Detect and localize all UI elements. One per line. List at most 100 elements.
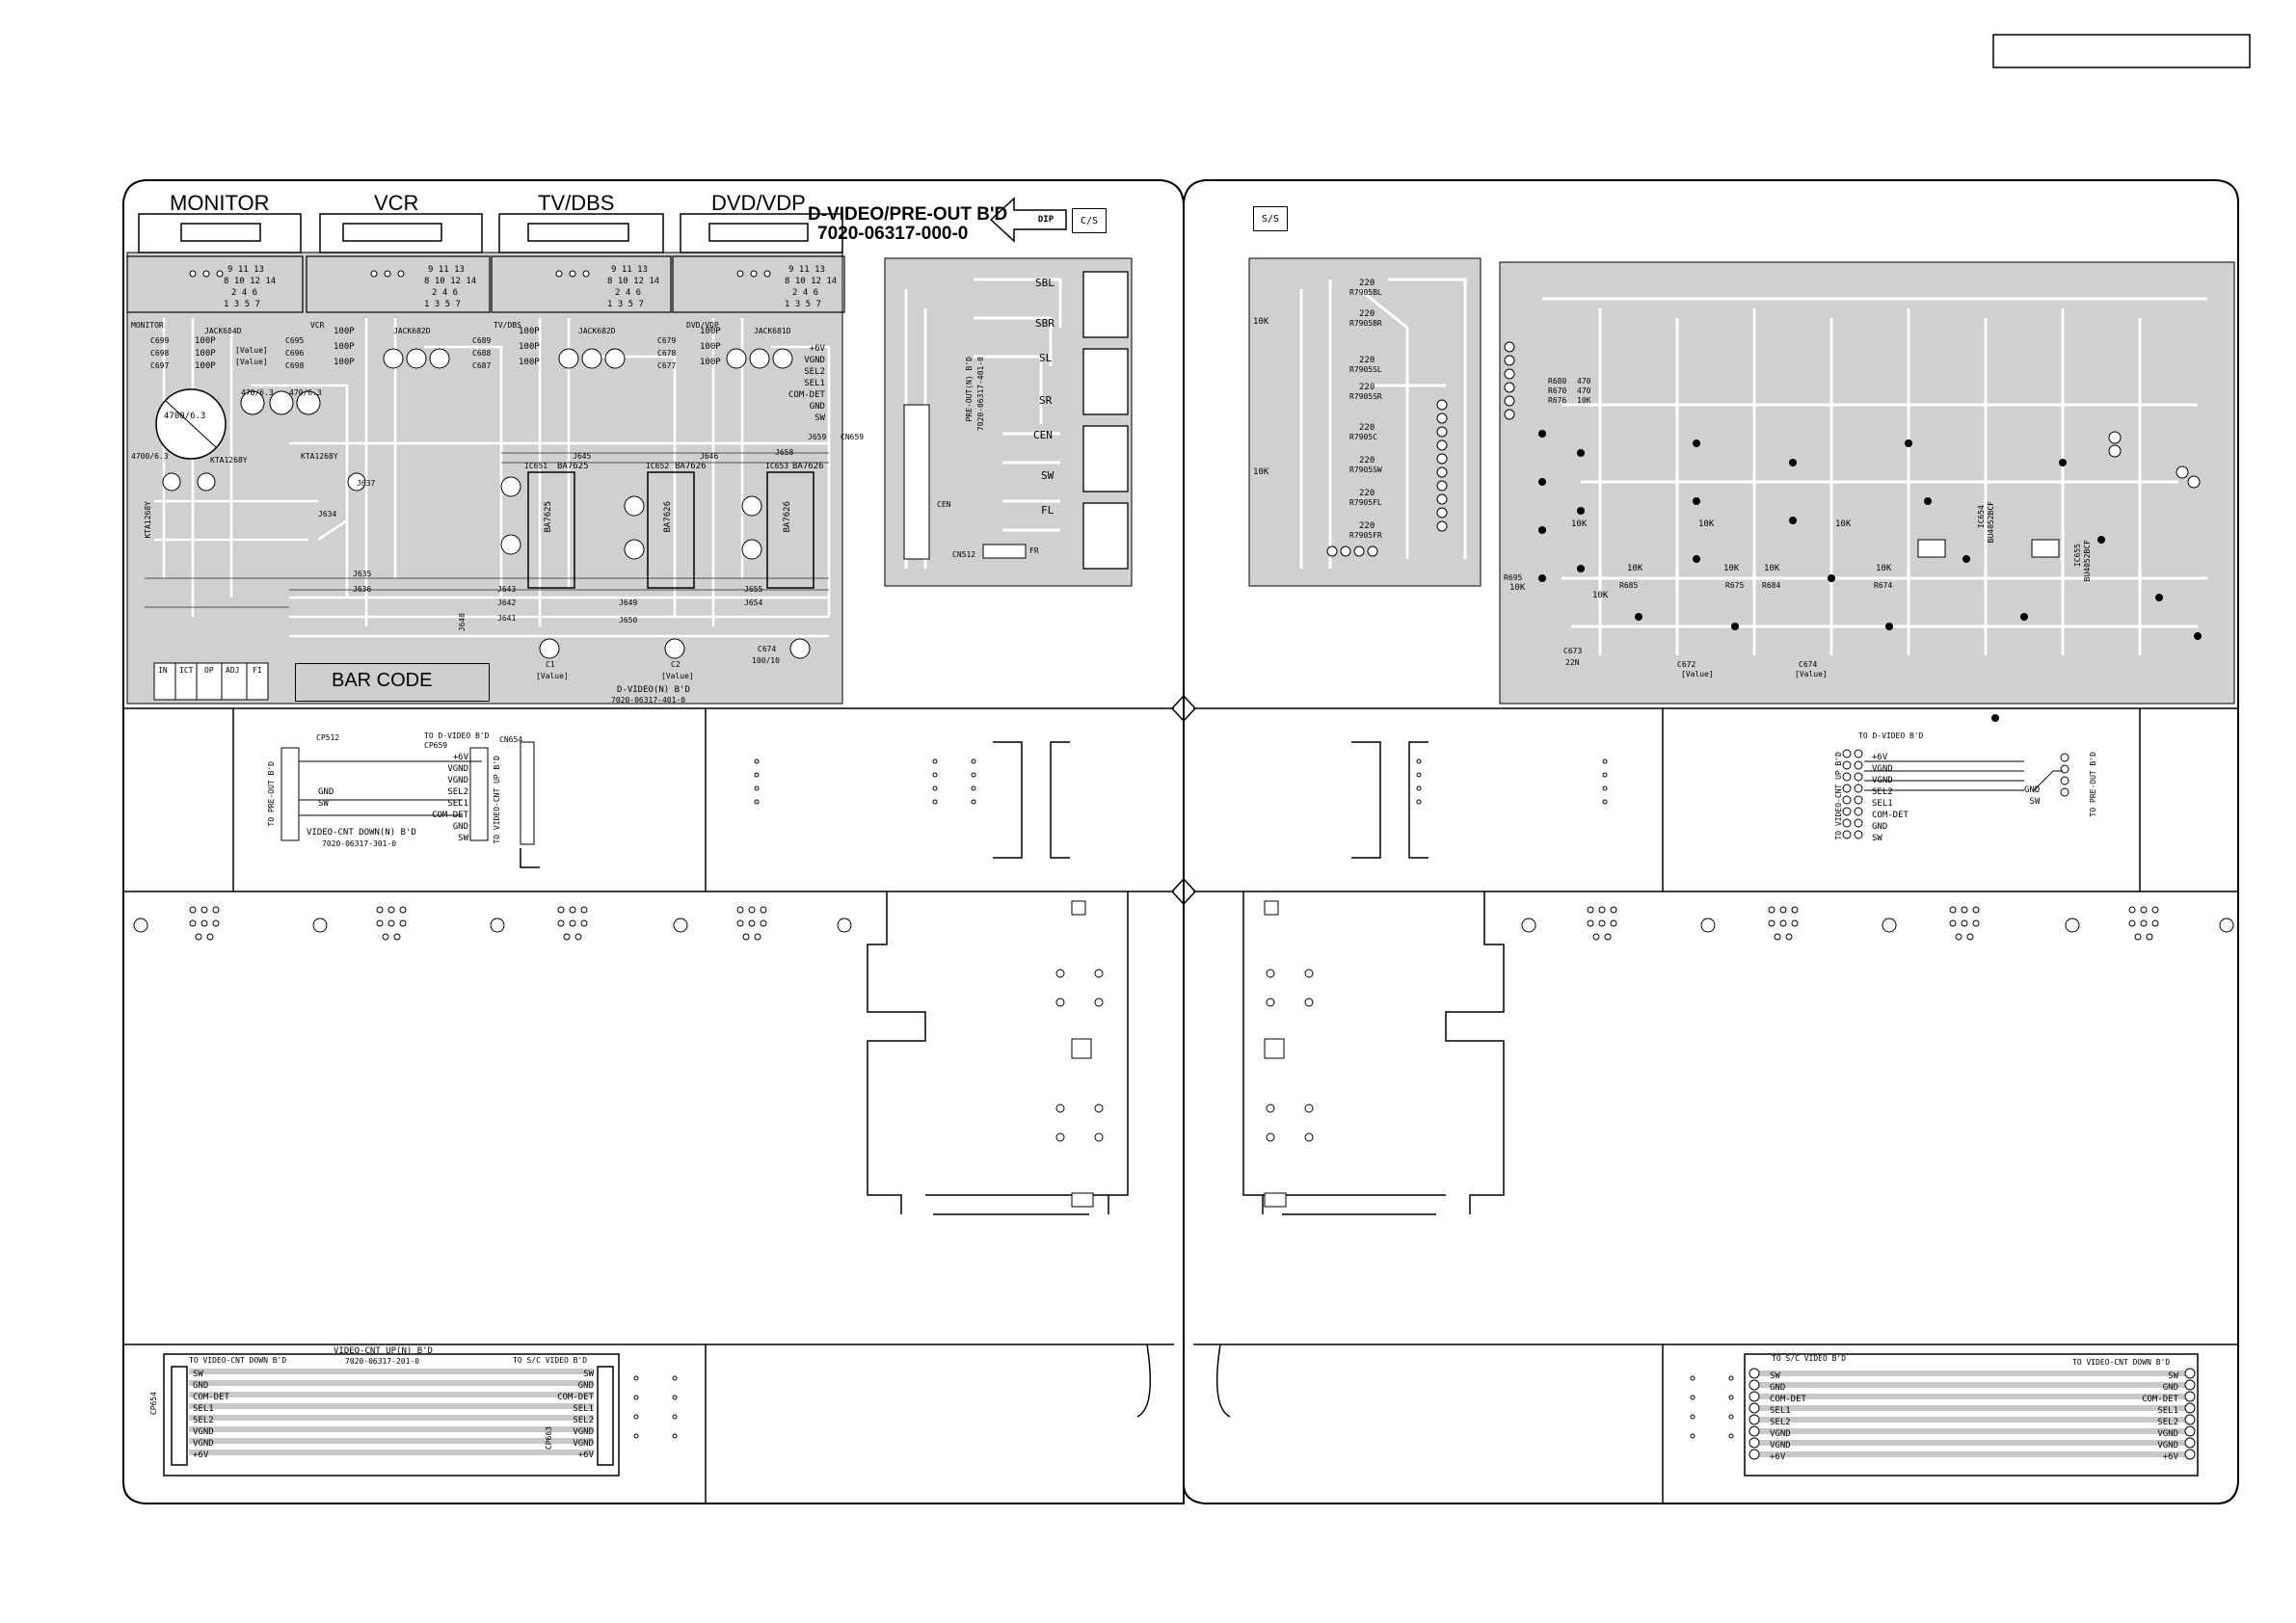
jumper-j649: J649 xyxy=(619,599,638,607)
corner-title-box xyxy=(1992,34,2251,68)
vcu-cp654: CP654 xyxy=(149,1392,158,1416)
preout-board-part: 7020-06317-401-0 xyxy=(976,357,985,432)
val-100p-1: 100P xyxy=(195,336,216,346)
rm-pins-out: GND SW xyxy=(2024,785,2040,808)
vcd-pin: GND xyxy=(452,822,468,832)
rb-pin: SEL2 xyxy=(1770,1418,1791,1427)
bar-code-label: BAR CODE xyxy=(332,670,433,691)
ic651-label: IC651 xyxy=(524,462,548,470)
cap-c1: C1 xyxy=(546,660,555,669)
ic651-type-top: BA7625 xyxy=(557,462,589,471)
jack3-pins-b: 8 10 12 14 xyxy=(607,277,660,286)
val-100p-11: 100P xyxy=(700,342,721,352)
cap-c695: C695 xyxy=(285,336,305,345)
ss-val-2: 220 xyxy=(1359,309,1375,319)
jack2-pins-b: 8 10 12 14 xyxy=(424,277,477,286)
transistor-3: KTA1268Y xyxy=(301,452,338,461)
ss-res-7: R7905FL xyxy=(1349,498,1382,507)
rm-pin: VGND xyxy=(1872,776,1893,785)
val-100p-7: 100P xyxy=(519,327,540,336)
board-part-number: 7020-06317-000-0 xyxy=(817,224,969,244)
vcd-part: 7020-06317-301-0 xyxy=(322,839,397,848)
transistor-1: KTA1268Y xyxy=(144,501,152,539)
header-dvd-vdp: DVD/VDP xyxy=(711,191,806,215)
value-c1: [Value] xyxy=(536,672,569,680)
rb-pin: SEL2 xyxy=(2157,1418,2178,1427)
vcd-pin: SW xyxy=(318,799,329,809)
pre-out-connector xyxy=(903,404,930,560)
jack1-pins-b: 8 10 12 14 xyxy=(224,277,277,286)
bottom-cutouts xyxy=(705,1344,1664,1503)
out-label: VGND xyxy=(804,356,825,365)
jumper-j654: J654 xyxy=(744,599,763,607)
rb-pin: SW xyxy=(2168,1371,2178,1381)
left-board-dark-traces xyxy=(145,452,829,608)
out-label: GND xyxy=(809,402,825,412)
vcd-to-video-cnt: TO VIDEO-CNT UP B'D xyxy=(493,756,501,844)
val-10k-j: 10K xyxy=(1571,519,1588,529)
jumper-j636: J636 xyxy=(353,585,372,594)
ss-res-8: R7905FR xyxy=(1349,531,1382,540)
ss-10k-1: 10K xyxy=(1253,317,1269,327)
cap-c673: C673 xyxy=(1563,647,1583,655)
val-10k-a: 10K xyxy=(1577,396,1591,405)
rb-pin: GND xyxy=(2162,1383,2178,1393)
board-label: D-VIDEO(N) B'D xyxy=(617,685,690,695)
cap-c674b: C674 xyxy=(1799,660,1818,669)
val-10k-d: 10K xyxy=(1592,591,1609,600)
rb-pin: SEL1 xyxy=(1770,1406,1791,1416)
out-label: COM-DET xyxy=(788,390,825,400)
ss-val-5: 220 xyxy=(1359,423,1375,433)
vcd-pin: VGND xyxy=(447,764,468,774)
big-cap-value: 4700/6.3 xyxy=(164,412,206,421)
cap-c687: C687 xyxy=(472,361,492,370)
rm-to-video-cnt: TO VIDEO-CNT UP B'D xyxy=(1834,752,1843,840)
right-panel-outline xyxy=(1183,179,2239,1504)
jack-label-3: JACK682D xyxy=(578,327,616,335)
ic651-type: BA7625 xyxy=(544,501,553,533)
lower-squares xyxy=(1071,900,1287,1208)
section-vcr: VCR xyxy=(310,321,325,330)
jack2-pins-c: 2 4 6 xyxy=(432,288,459,298)
jack2-pins-a: 9 11 13 xyxy=(428,265,465,275)
rb-pin: +6V xyxy=(1770,1452,1786,1462)
value-label-b: [Value] xyxy=(235,358,268,366)
jack-housings xyxy=(138,213,843,253)
out-label: SEL1 xyxy=(804,379,825,388)
ss-res-2: R7905BR xyxy=(1349,319,1382,328)
panel-separators xyxy=(123,694,2238,1345)
vcu-pin: VGND xyxy=(193,1427,214,1437)
res-r695: R695 xyxy=(1504,573,1523,582)
vcd-to-video: TO D-VIDEO B'D xyxy=(424,732,490,740)
ic653-type: BA7626 xyxy=(783,501,792,533)
cap-c679: C679 xyxy=(657,336,677,345)
rb-pin: VGND xyxy=(1770,1441,1791,1450)
cap-c696: C696 xyxy=(285,349,305,358)
vcu-pin: VGND xyxy=(193,1439,214,1449)
mid-cutouts xyxy=(232,708,2141,891)
cap-c677: C677 xyxy=(657,361,677,370)
cn512-connector xyxy=(982,544,1027,559)
vcd-pins-left: GND SW xyxy=(318,786,334,810)
ss-res-6: R7905SW xyxy=(1349,466,1382,474)
rb-pin: SEL1 xyxy=(2157,1406,2178,1416)
ic652-type: BA7626 xyxy=(663,501,673,533)
mid-connector-pins xyxy=(1842,749,2069,839)
vcu-pin: SEL2 xyxy=(573,1416,594,1425)
res-r670: R670 xyxy=(1548,386,1567,395)
preout-cn512: CN512 xyxy=(952,550,976,559)
s-s-traces xyxy=(1299,278,1467,569)
jack3-pins-a: 9 11 13 xyxy=(611,265,648,275)
cap-c674-value: 100/10 xyxy=(752,656,780,665)
res-r680: R680 xyxy=(1548,377,1567,386)
vcu-pins-right: SW GND COM-DET SEL1 SEL2 VGND VGND +6V xyxy=(540,1369,594,1461)
vcd-pin: SEL1 xyxy=(447,799,468,809)
cap-c698: C698 xyxy=(150,349,170,358)
val-10k-h: 10K xyxy=(1835,519,1852,529)
ic654-type: BU4052BCF xyxy=(1987,501,1995,544)
cap-c697: C697 xyxy=(150,361,170,370)
ic655-type: BU4052BCF xyxy=(2083,540,2092,582)
preout-sbr: SBR xyxy=(1035,317,1055,330)
cap-c688: C688 xyxy=(472,349,492,358)
cap-c672: C672 xyxy=(1677,660,1696,669)
